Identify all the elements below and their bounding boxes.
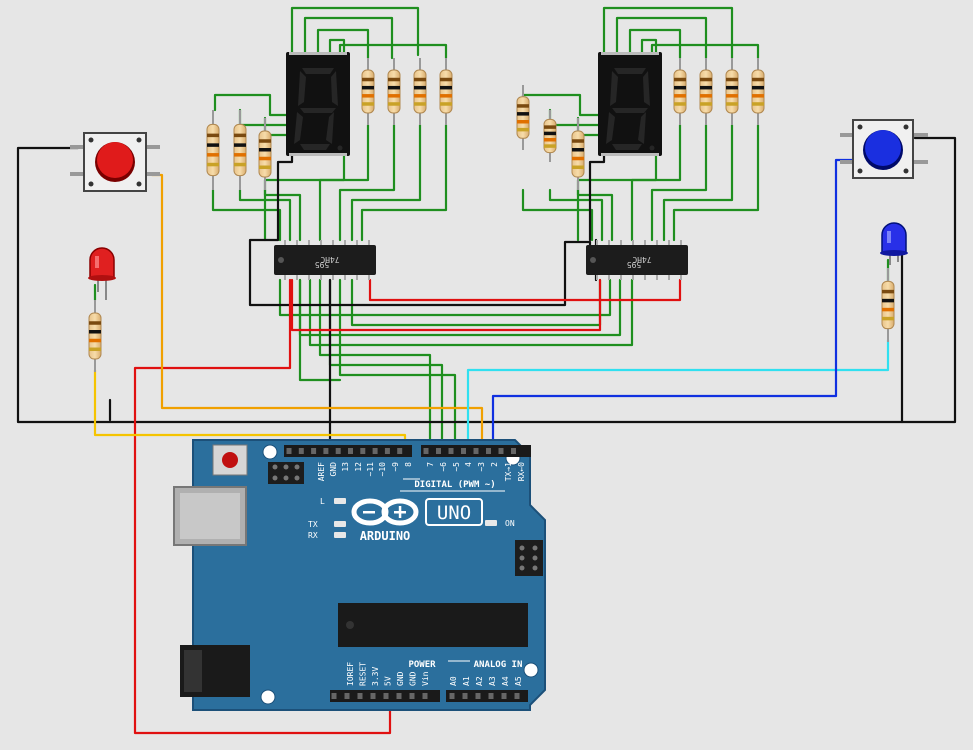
onboard-leds: L TX RX ON xyxy=(308,497,515,540)
digital-pin-label: 2 xyxy=(490,462,499,467)
led-l-label: L xyxy=(320,497,325,506)
digital-pin-label: 8 xyxy=(404,462,413,467)
cyan-wire xyxy=(466,338,890,450)
icsp-header xyxy=(268,462,304,484)
analog-pin-label: A5 xyxy=(514,676,523,686)
digital-pin-label: ~3 xyxy=(477,462,486,472)
seven-segment-display-right[interactable] xyxy=(598,52,662,156)
analog-header: A0 A1 A2 A3 A4 A5 xyxy=(446,676,528,702)
resistor[interactable] xyxy=(413,58,427,125)
shift-register-left-label-line1: 74HC xyxy=(320,255,339,264)
analog-pin-label: A3 xyxy=(488,676,497,686)
resistor[interactable] xyxy=(725,58,739,125)
uno-label: UNO xyxy=(437,502,471,524)
shift-register-right-label-line1: 74HC xyxy=(632,255,651,264)
led-blue[interactable] xyxy=(880,222,908,265)
led-tx-label: TX xyxy=(308,520,318,529)
digital-pin-label: 13 xyxy=(341,462,350,472)
power-pin-label: 5V xyxy=(384,676,393,686)
resistor[interactable] xyxy=(206,110,220,190)
seven-segment-display-left[interactable] xyxy=(286,52,350,156)
power-pin-label: RESET xyxy=(359,662,368,686)
resistor[interactable] xyxy=(439,58,453,125)
arduino-logo: ARDUINO UNO xyxy=(351,498,483,543)
resistor[interactable] xyxy=(516,85,530,150)
resistor[interactable] xyxy=(751,58,765,125)
digital-pin-label: ~10 xyxy=(378,462,387,477)
digital-pin-label: 4 xyxy=(464,462,473,467)
atmega-chip xyxy=(338,603,528,647)
digital-pin-label: 7 xyxy=(426,462,435,467)
resistor[interactable] xyxy=(258,118,272,190)
resistor[interactable] xyxy=(699,58,713,125)
digital-label: DIGITAL (PWM ~) xyxy=(414,480,495,490)
black-wires xyxy=(16,136,957,450)
analog-pin-label: A0 xyxy=(449,676,458,686)
led-on-label: ON xyxy=(505,519,515,528)
led-rx-label: RX xyxy=(308,531,318,540)
digital-pin-label: TX→1 xyxy=(504,462,513,481)
shift-register-left-label-line2: 595 xyxy=(315,260,330,269)
digital-pin-label: 12 xyxy=(354,462,363,472)
red-wires xyxy=(133,278,682,735)
digital-pin-label: ~9 xyxy=(391,462,400,472)
analog-pin-label: A1 xyxy=(462,676,471,686)
shift-register-right-label-line2: 595 xyxy=(627,260,642,269)
arduino-logo-text: ARDUINO xyxy=(360,529,411,543)
led-red[interactable] xyxy=(88,247,116,300)
digital-pin-label: GND xyxy=(329,462,338,477)
green-wires xyxy=(93,6,890,450)
shift-register-left[interactable]: 74HC 595 xyxy=(274,240,376,280)
icsp-header-2 xyxy=(515,540,543,576)
digital-pin-label: RX←0 xyxy=(517,462,526,481)
analog-in-label: ANALOG IN xyxy=(474,660,523,670)
power-pin-label: IOREF xyxy=(346,662,355,686)
resistors xyxy=(88,58,895,372)
analog-pin-label: A2 xyxy=(475,676,484,686)
red-button-cap[interactable] xyxy=(97,142,133,178)
power-pin-label: GND xyxy=(396,671,405,686)
resistor[interactable] xyxy=(88,300,102,372)
resistor[interactable] xyxy=(387,58,401,125)
power-pin-label: GND xyxy=(409,671,418,686)
power-jack xyxy=(180,645,250,697)
digital-pin-label: ~11 xyxy=(366,462,375,477)
shift-register-right[interactable]: 74HC 595 xyxy=(586,240,688,280)
analog-pin-label: A4 xyxy=(501,676,510,686)
digital-pin-label: ~5 xyxy=(452,462,461,472)
orange-wire xyxy=(150,173,484,450)
reset-button[interactable] xyxy=(212,444,248,476)
blue-button-cap[interactable] xyxy=(865,130,901,166)
usb-port xyxy=(173,486,247,546)
power-pin-label: Vin xyxy=(421,671,430,686)
digital-pin-label: ~6 xyxy=(439,462,448,472)
resistor[interactable] xyxy=(543,110,557,162)
resistor[interactable] xyxy=(881,268,895,342)
push-button-red[interactable] xyxy=(70,132,160,192)
power-pin-label: 3.3V xyxy=(371,667,380,686)
resistor[interactable] xyxy=(233,110,247,190)
push-button-blue[interactable] xyxy=(840,119,928,179)
digital-pin-label: AREF xyxy=(317,462,326,481)
resistor[interactable] xyxy=(673,58,687,125)
resistor[interactable] xyxy=(571,118,585,190)
power-label: POWER xyxy=(408,660,436,670)
resistor[interactable] xyxy=(361,58,375,125)
